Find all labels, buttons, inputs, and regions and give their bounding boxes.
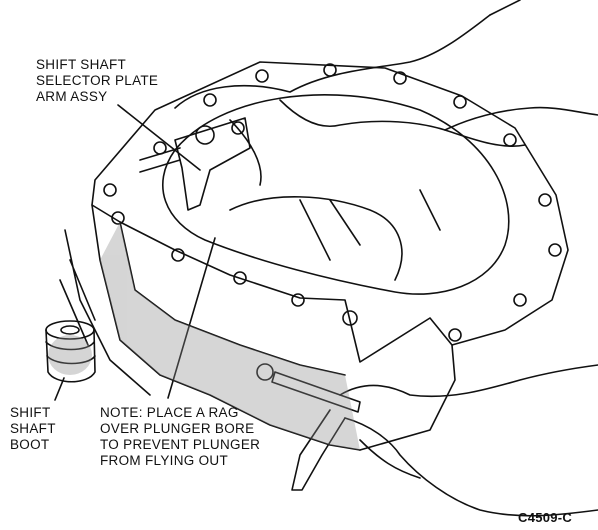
bolt-boss bbox=[453, 95, 467, 109]
bolt-boss bbox=[538, 193, 552, 207]
case-inner-oval bbox=[161, 94, 510, 295]
bolt-boss bbox=[171, 248, 185, 262]
case-web bbox=[299, 189, 441, 261]
case-shading bbox=[100, 222, 360, 450]
boot-body bbox=[45, 329, 96, 383]
screwdriver-shaft bbox=[271, 371, 361, 413]
boot-shading bbox=[48, 335, 92, 375]
bolt-boss bbox=[503, 133, 517, 147]
selector-arm-bore bbox=[231, 121, 245, 135]
hand-lower bbox=[339, 364, 598, 517]
bolt-boss bbox=[513, 293, 527, 307]
case-flange-edge bbox=[119, 221, 346, 376]
shift-shaft bbox=[139, 147, 181, 173]
label-shift-shaft-boot: SHIFT SHAFT BOOT bbox=[10, 405, 56, 453]
label-line: BOOT bbox=[10, 437, 50, 452]
bolt-boss bbox=[255, 69, 269, 83]
bolt-boss bbox=[291, 293, 305, 307]
label-line: OVER PLUNGER BORE bbox=[100, 421, 255, 436]
leader-selector bbox=[117, 104, 201, 171]
forearm-upper bbox=[444, 0, 598, 131]
bolt-boss bbox=[393, 71, 407, 85]
plunger-bore bbox=[256, 363, 274, 381]
label-note-plunger: NOTE: PLACE A RAG OVER PLUNGER BORE TO P… bbox=[100, 405, 260, 469]
label-selector-plate-arm-assy: SHIFT SHAFT SELECTOR PLATE ARM ASSY bbox=[36, 57, 158, 105]
label-line: SELECTOR PLATE bbox=[36, 73, 159, 88]
label-line: SHIFT bbox=[10, 405, 51, 420]
label-line: NOTE: PLACE A RAG bbox=[100, 405, 239, 420]
figure-code: C4509-C bbox=[518, 510, 573, 525]
selector-arm bbox=[174, 117, 251, 211]
bolt-boss bbox=[111, 211, 125, 225]
case-inner-floor bbox=[229, 196, 403, 281]
case-lower-ribs bbox=[59, 229, 151, 396]
boot-rib bbox=[45, 341, 96, 365]
bolt-boss bbox=[103, 183, 117, 197]
label-line: TO PREVENT PLUNGER bbox=[100, 437, 261, 452]
bolt-boss bbox=[548, 243, 562, 257]
leader-note bbox=[167, 237, 216, 399]
bolt-boss bbox=[342, 310, 358, 326]
boot-inner bbox=[60, 325, 80, 335]
label-line: SHIFT SHAFT bbox=[36, 57, 127, 72]
case-flange-front bbox=[91, 204, 361, 451]
label-line: FROM FLYING OUT bbox=[100, 453, 228, 468]
screwdriver-handle bbox=[291, 409, 346, 491]
case-bottom bbox=[359, 344, 456, 451]
selector-arm-bore bbox=[195, 125, 215, 145]
bolt-boss bbox=[203, 93, 217, 107]
bolt-boss bbox=[233, 271, 247, 285]
bolt-boss bbox=[448, 328, 462, 342]
label-line: SHAFT bbox=[10, 421, 56, 436]
label-line: ARM ASSY bbox=[36, 89, 108, 104]
hand-upper bbox=[174, 14, 526, 186]
